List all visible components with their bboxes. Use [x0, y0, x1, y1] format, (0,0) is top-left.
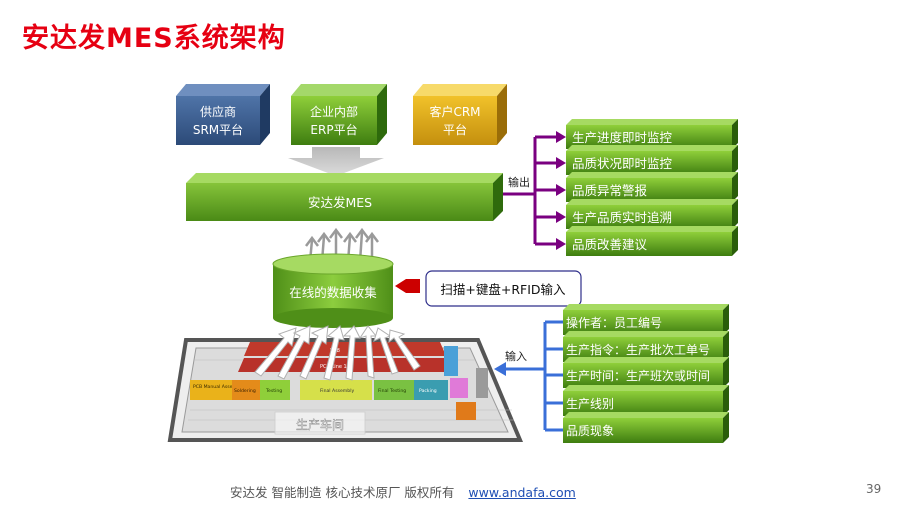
output-list: 生产进度即时监控 品质状况即时监控 品质异常警报 生产品质实时追溯 品质改善建议 [566, 119, 738, 256]
output-connector [503, 135, 558, 246]
output-item-label: 生产进度即时监控 [572, 130, 673, 145]
input-item-label: 品质现象 [566, 424, 614, 438]
station-label: Final Assembly [320, 388, 354, 394]
top-box-line1: 企业内部 [310, 104, 358, 119]
output-item-label: 品质改善建议 [572, 237, 648, 252]
input-item: 操作者：员工编号 [563, 304, 729, 335]
input-item-label: 生产时间：生产班次或时间 [566, 369, 710, 383]
mes-label: 安达发MES [308, 195, 372, 210]
top-box-line2: SRM平台 [193, 122, 243, 137]
station-label: PCB Manual Assembly [193, 384, 244, 390]
station-soldering: Soldering [232, 380, 260, 400]
station-label: Testing [265, 388, 282, 394]
input-label: 输入 [505, 349, 527, 363]
top-box-line1: 供应商 [200, 104, 236, 119]
scan-label: 扫描+键盘+RFID输入 [440, 282, 566, 297]
station-packing: Packing [414, 380, 448, 400]
station-pcb-manual: PCB Manual Assembly [190, 380, 244, 400]
input-connector [505, 320, 563, 432]
station-testing: Testing [260, 380, 290, 400]
scan-input-box: 扫描+键盘+RFID输入 [425, 270, 582, 307]
output-item-label: 品质状况即时监控 [572, 156, 673, 171]
output-item: 品质状况即时监控 [566, 145, 738, 175]
station-final-assembly: Final Assembly [300, 380, 372, 400]
output-item: 生产品质实时追溯 [566, 199, 738, 229]
output-item-label: 品质异常警报 [572, 183, 648, 198]
footer-link[interactable]: www.andafa.com [468, 485, 576, 500]
cylinder-label: 在线的数据收集 [289, 285, 377, 300]
workshop-label: 生产车间 [296, 417, 344, 432]
data-collection-cylinder: 在线的数据收集 [272, 253, 394, 328]
page-number: 39 [866, 482, 882, 496]
down-arrow-icon [288, 147, 384, 176]
input-item: 品质现象 [563, 412, 729, 443]
output-arrowheads [556, 131, 566, 250]
top-box-line2: 平台 [443, 122, 467, 137]
output-item: 品质异常警报 [566, 172, 738, 202]
footer: 安达发 智能制造 核心技术原厂 版权所有 www.andafa.com [230, 482, 576, 501]
station-label: Soldering [234, 388, 256, 394]
floor-upload-arrows-icon [254, 325, 421, 381]
footer-text: 安达发 智能制造 核心技术原厂 版权所有 [230, 485, 455, 500]
top-box-line1: 客户CRM [429, 104, 480, 119]
scan-arrow-icon [395, 279, 420, 293]
output-label: 输出 [508, 175, 530, 189]
output-item: 生产进度即时监控 [566, 119, 738, 149]
output-item-label: 生产品质实时追溯 [572, 210, 672, 225]
input-list: 操作者：员工编号 生产指令：生产批次工单号 生产时间：生产班次或时间 生产线别 … [563, 304, 729, 443]
station-label: Packing [419, 388, 437, 394]
input-item: 生产时间：生产班次或时间 [563, 357, 729, 388]
station-label: Final Testing [378, 388, 406, 394]
input-item-label: 生产线别 [566, 397, 614, 411]
input-item-label: 操作者：员工编号 [566, 315, 662, 330]
top-box-erp: 企业内部 ERP平台 [291, 84, 387, 145]
output-item: 品质改善建议 [566, 226, 738, 256]
top-box-crm: 客户CRM 平台 [413, 84, 507, 145]
station-final-testing: Final Testing [374, 380, 414, 400]
input-arrowhead [494, 362, 506, 376]
factory-floor: PCB PCB Line 1 PCB Manual Assembly Solde… [167, 338, 524, 442]
top-box-srm: 供应商 SRM平台 [176, 84, 270, 145]
top-box-line2: ERP平台 [310, 122, 357, 137]
mes-bar: 安达发MES [186, 173, 503, 221]
input-item-label: 生产指令：生产批次工单号 [566, 342, 710, 357]
input-item: 生产线别 [563, 385, 729, 416]
page-title: 安达发MES系统架构 [22, 23, 286, 54]
